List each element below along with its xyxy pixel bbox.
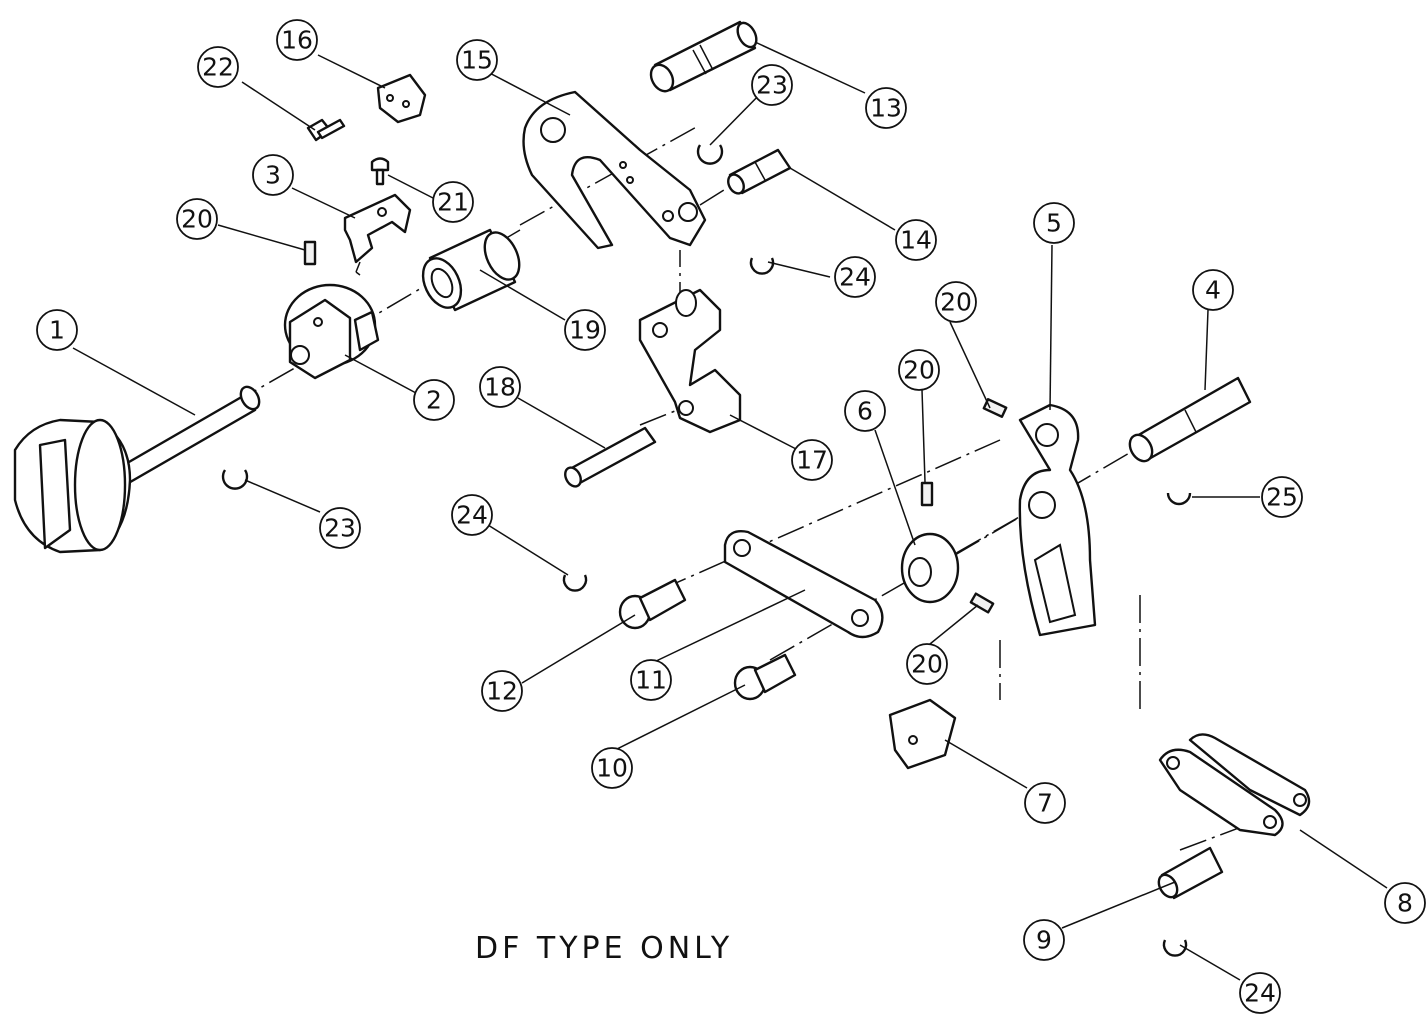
svg-text:15: 15	[461, 46, 493, 75]
callout-4: 4	[1192, 269, 1234, 311]
svg-text:24: 24	[1244, 979, 1276, 1008]
part-pin-4	[1128, 376, 1252, 463]
svg-text:20: 20	[903, 356, 935, 385]
svg-text:20: 20	[181, 205, 213, 234]
svg-text:1: 1	[49, 316, 65, 345]
svg-text:10: 10	[596, 754, 628, 783]
svg-text:22: 22	[202, 53, 234, 82]
svg-text:8: 8	[1397, 889, 1413, 918]
callouts: 1 2 3 4 5 6 7 8 9 10 11 12 13 14 15 16 1…	[36, 19, 1426, 1014]
callout-17: 17	[791, 439, 833, 481]
svg-text:20: 20	[940, 288, 972, 317]
callout-24c: 24	[1239, 972, 1281, 1014]
part-short-pin-9	[1157, 846, 1224, 900]
callout-23b: 23	[319, 507, 361, 549]
callout-9: 9	[1023, 919, 1065, 961]
part-crank-arm	[1018, 403, 1097, 637]
svg-text:12: 12	[486, 677, 518, 706]
callout-6: 6	[844, 390, 886, 432]
part-screws	[306, 118, 390, 186]
callout-3: 3	[252, 154, 294, 196]
svg-text:11: 11	[635, 666, 667, 695]
callout-12: 12	[481, 670, 523, 712]
svg-text:7: 7	[1037, 789, 1053, 818]
callout-8: 8	[1384, 882, 1426, 924]
svg-text:14: 14	[900, 226, 932, 255]
callout-19: 19	[564, 309, 606, 351]
callout-20c: 20	[898, 349, 940, 391]
part-knob-shaft	[13, 385, 261, 554]
part-long-pin	[649, 20, 758, 93]
callout-2: 2	[413, 379, 455, 421]
part-spring-plate	[343, 193, 412, 276]
callout-21: 21	[432, 181, 474, 223]
part-short-pin	[727, 148, 792, 195]
svg-text:16: 16	[281, 26, 313, 55]
svg-text:24: 24	[839, 263, 871, 292]
part-small-bracket	[376, 73, 427, 124]
svg-text:13: 13	[870, 94, 902, 123]
callout-20b: 20	[935, 281, 977, 323]
part-double-link	[1158, 733, 1311, 837]
part-shoulder-pins	[618, 578, 797, 701]
part-square-block	[888, 698, 957, 770]
part-connecting-link	[723, 530, 884, 639]
svg-text:6: 6	[857, 397, 873, 426]
callout-24a: 24	[834, 256, 876, 298]
svg-text:3: 3	[265, 161, 281, 190]
part-hook-lever	[522, 90, 707, 250]
part-cam-hub	[283, 283, 380, 380]
callout-1: 1	[36, 309, 78, 351]
callout-23a: 23	[751, 64, 793, 106]
svg-text:23: 23	[324, 514, 356, 543]
svg-text:5: 5	[1046, 209, 1062, 238]
callout-24b: 24	[451, 494, 493, 536]
callout-25: 25	[1261, 476, 1303, 518]
svg-text:4: 4	[1205, 276, 1221, 305]
callout-20a: 20	[176, 198, 218, 240]
callout-5: 5	[1033, 202, 1075, 244]
callout-14: 14	[895, 219, 937, 261]
callout-7: 7	[1024, 782, 1066, 824]
part-sleeve	[421, 228, 521, 312]
svg-text:17: 17	[796, 446, 828, 475]
callout-15: 15	[456, 39, 498, 81]
callout-20d: 20	[906, 643, 948, 685]
svg-text:25: 25	[1266, 483, 1298, 512]
svg-text:23: 23	[756, 71, 788, 100]
svg-text:20: 20	[911, 650, 943, 679]
part-set-screws	[303, 240, 1008, 614]
svg-text:24: 24	[456, 501, 488, 530]
svg-text:21: 21	[437, 188, 469, 217]
callout-22: 22	[197, 46, 239, 88]
callout-16: 16	[276, 19, 318, 61]
part-link-bracket	[638, 288, 742, 434]
svg-text:2: 2	[426, 386, 442, 415]
svg-text:9: 9	[1036, 926, 1052, 955]
callout-13: 13	[865, 87, 907, 129]
callout-10: 10	[591, 747, 633, 789]
callout-11: 11	[630, 659, 672, 701]
callout-18: 18	[479, 366, 521, 408]
svg-text:18: 18	[484, 373, 516, 402]
diagram-caption: DF TYPE ONLY	[475, 931, 733, 966]
part-e-rings	[221, 144, 1192, 957]
part-collar	[900, 532, 960, 604]
leader-lines	[72, 41, 1388, 981]
svg-text:19: 19	[569, 316, 601, 345]
part-pin-18	[564, 426, 657, 488]
